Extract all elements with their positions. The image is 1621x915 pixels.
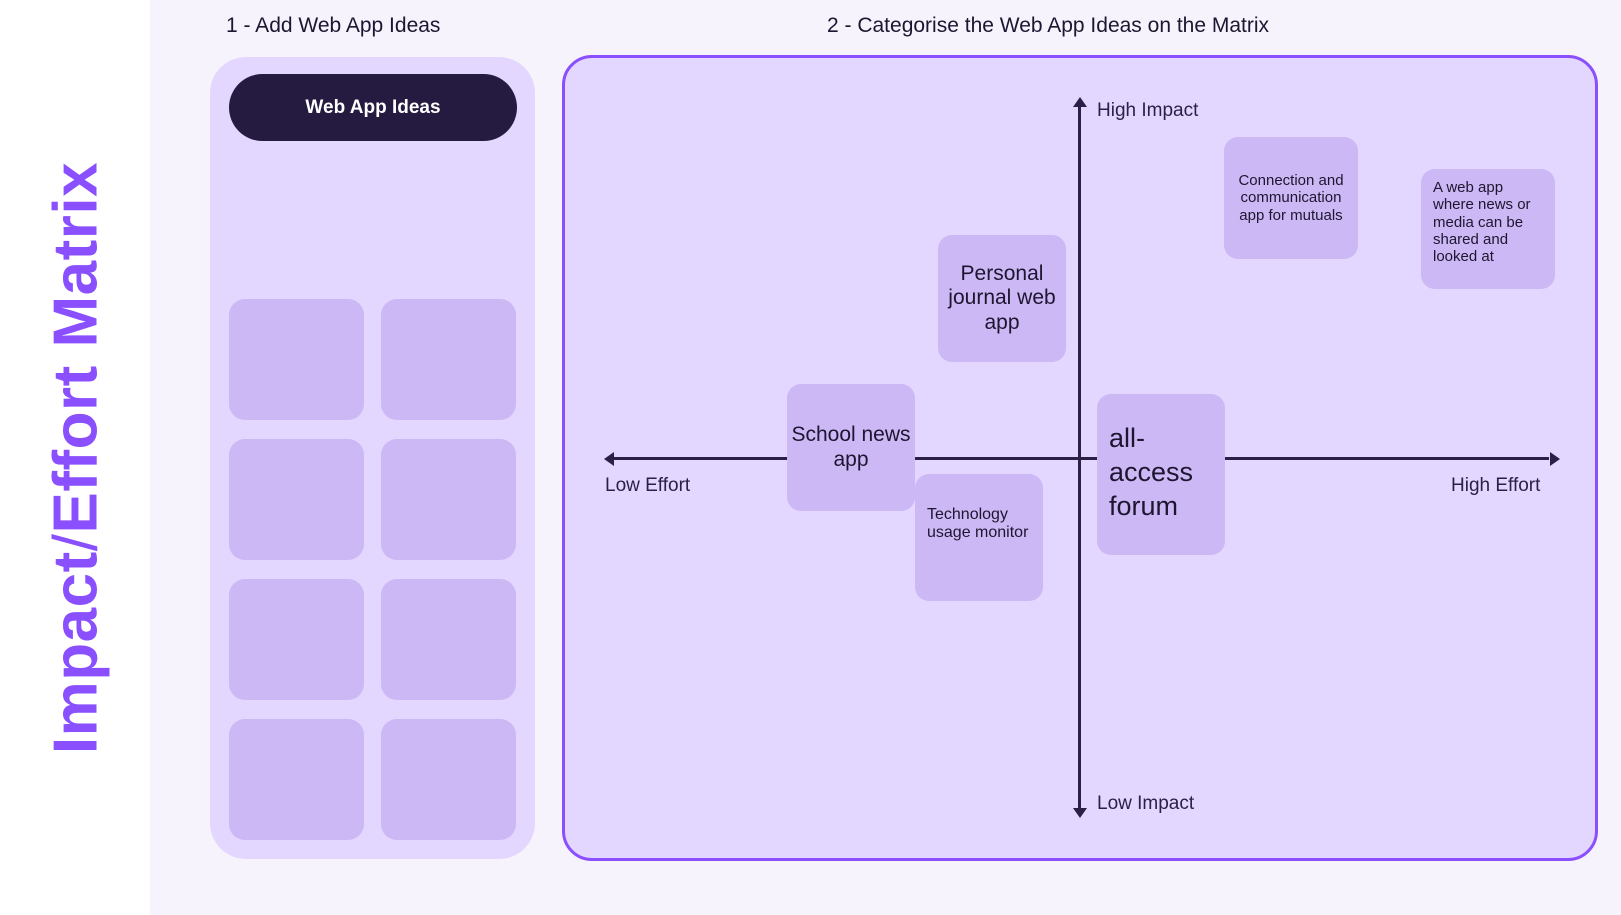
ideas-header-pill: Web App Ideas	[229, 74, 517, 141]
sticky-note[interactable]: School news app	[787, 384, 915, 511]
arrow-up-icon	[1073, 97, 1087, 107]
sticky-note[interactable]: Personal journal web app	[938, 235, 1066, 362]
empty-idea-slot[interactable]	[229, 299, 364, 420]
step1-label: 1 - Add Web App Ideas	[226, 14, 441, 37]
sticky-note[interactable]: Technology usage monitor	[915, 474, 1043, 601]
high-impact-label: High Impact	[1097, 100, 1199, 121]
high-effort-label: High Effort	[1451, 475, 1541, 496]
empty-idea-slot[interactable]	[229, 579, 364, 700]
empty-idea-slot[interactable]	[381, 579, 516, 700]
empty-idea-slot[interactable]	[229, 439, 364, 560]
arrow-down-icon	[1073, 808, 1087, 818]
title-effort-matrix: Effort Matrix	[41, 161, 111, 534]
low-impact-label: Low Impact	[1097, 793, 1195, 814]
step2-label: 2 - Categorise the Web App Ideas on the …	[827, 14, 1270, 37]
sticky-note[interactable]: Connection and communication app for mut…	[1224, 137, 1358, 259]
low-effort-label: Low Effort	[605, 475, 691, 496]
sticky-note[interactable]: all-access forum	[1097, 394, 1225, 555]
impact-axis	[1078, 102, 1081, 815]
title-impact: Impact	[41, 551, 111, 755]
title-slash: /	[41, 533, 111, 552]
sticky-note[interactable]: A web app where news or media can be sha…	[1421, 169, 1555, 289]
empty-idea-slot[interactable]	[229, 719, 364, 840]
empty-idea-slot[interactable]	[381, 299, 516, 420]
page-title: Impact/Effort Matrix	[41, 162, 112, 754]
arrow-right-icon	[1550, 452, 1560, 466]
left-margin	[0, 0, 151, 915]
empty-idea-slot[interactable]	[381, 719, 516, 840]
empty-idea-slot[interactable]	[381, 439, 516, 560]
arrow-left-icon	[604, 452, 614, 466]
